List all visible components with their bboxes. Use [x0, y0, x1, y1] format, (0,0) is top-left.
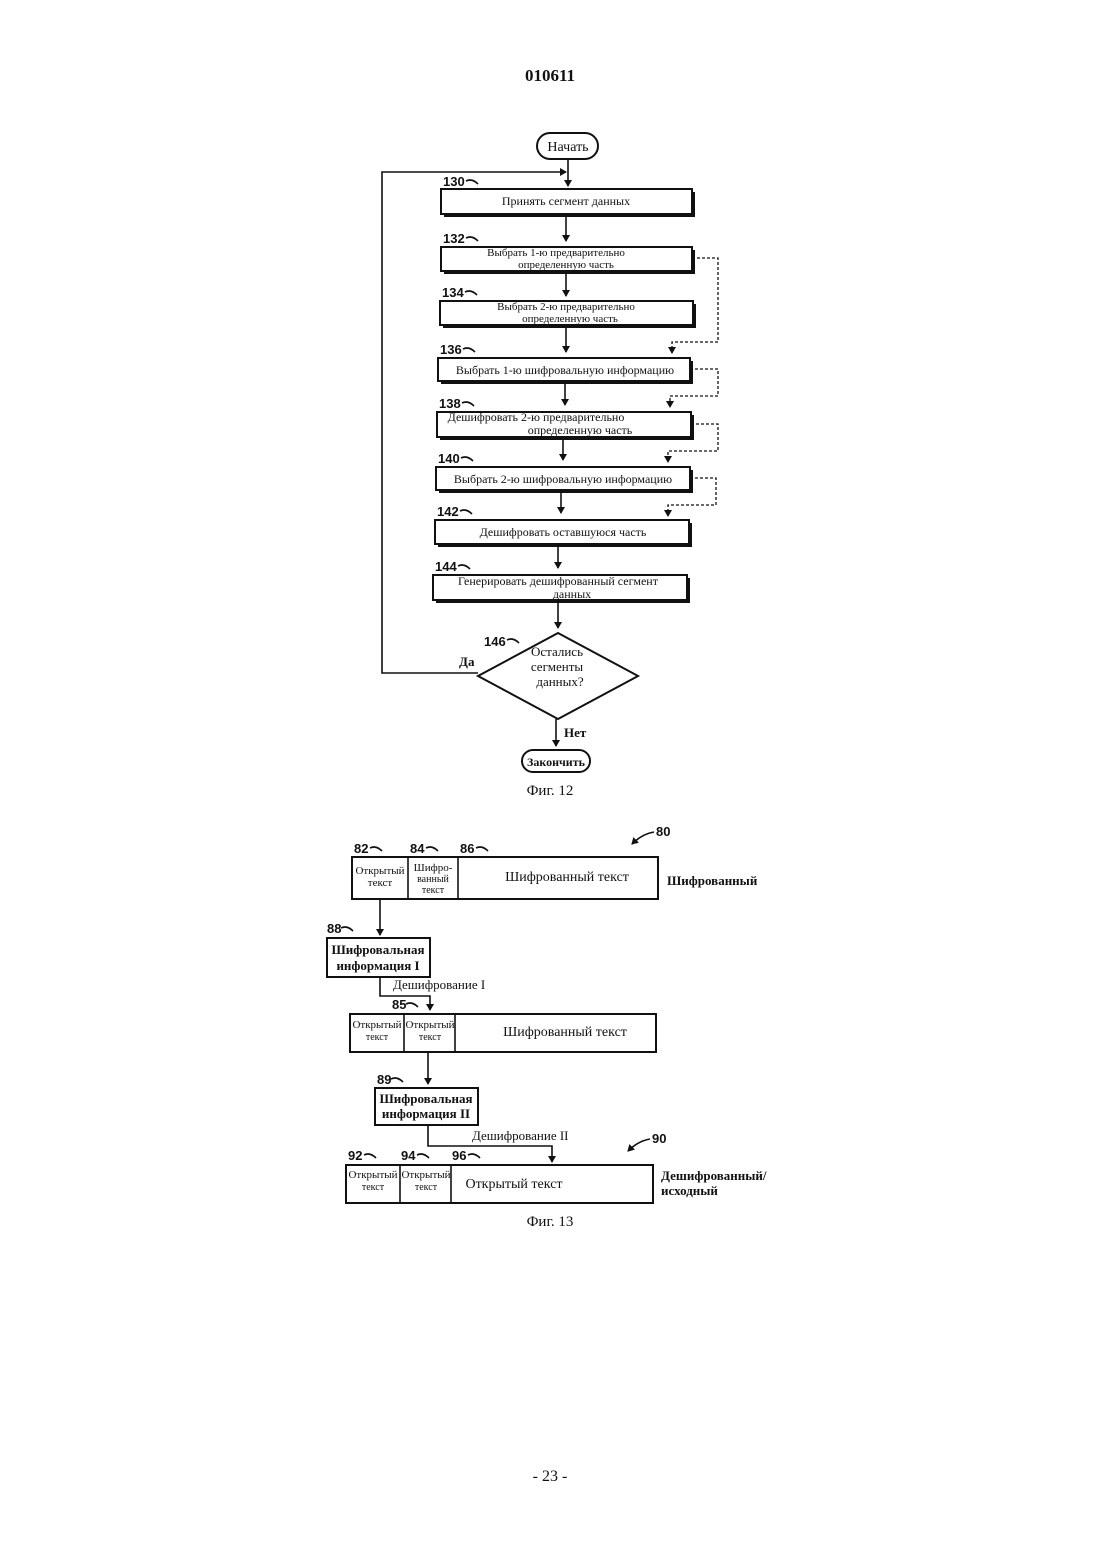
ref-92: 92 [348, 1148, 362, 1163]
ref-88: 88 [327, 921, 341, 936]
ref-86: 86 [460, 841, 474, 856]
info1-text-2: информация I [336, 958, 419, 973]
decrypt-2-label: Дешифрование II [472, 1128, 569, 1143]
r3-cell1-text-1: Открытый [348, 1169, 397, 1181]
info2-text-1: Шифровальная [380, 1091, 473, 1106]
r1-cell2-text-2: ванный [417, 874, 449, 885]
r2-cell3-text: Шифрованный текст [503, 1025, 627, 1040]
r1-cell2-text-1: Шифро- [414, 862, 453, 874]
r3-cell2-text-2: текст [415, 1182, 438, 1193]
info1-text-1: Шифровальная [332, 942, 425, 957]
ref-84: 84 [410, 841, 425, 856]
row1-label: Шифрованный [667, 873, 758, 888]
ref-82: 82 [354, 841, 368, 856]
info-box-89: Шифровальная информация II 89 [375, 1072, 478, 1125]
row3-label-1: Дешифрованный/ [661, 1168, 767, 1183]
fig13-caption: Фиг. 13 [527, 1214, 574, 1230]
decrypt-1-label: Дешифрование I [393, 977, 485, 992]
r1-cell1-text-2: текст [368, 877, 393, 889]
r1-cell1-text-1: Открытый [355, 865, 404, 877]
ref-85: 85 [392, 997, 406, 1012]
page-number: - 23 - [0, 1468, 1100, 1486]
row-partially-decrypted: Открытый текст Открытый текст Шифрованны… [350, 1014, 656, 1052]
r2-cell2-text-1: Открытый [405, 1019, 454, 1031]
row-encrypted: Открытый текст Шифро- ванный текст Шифро… [352, 824, 758, 899]
diagram-fig13: Открытый текст Шифро- ванный текст Шифро… [0, 0, 1100, 1240]
r1-cell2-text-3: текст [422, 885, 445, 896]
ref-96: 96 [452, 1148, 466, 1163]
r3-cell2-text-1: Открытый [401, 1169, 450, 1181]
info-box-88: Шифровальная информация I 88 [327, 921, 430, 977]
r3-cell3-text: Открытый текст [465, 1177, 562, 1192]
ref-90: 90 [652, 1131, 666, 1146]
ref-80: 80 [656, 824, 670, 839]
ref-89: 89 [377, 1072, 391, 1087]
ref-94: 94 [401, 1148, 416, 1163]
r2-cell1-text-1: Открытый [352, 1019, 401, 1031]
info2-text-2: информация II [382, 1106, 470, 1121]
row3-label-2: исходный [661, 1183, 718, 1198]
r3-cell1-text-2: текст [362, 1182, 385, 1193]
r1-cell3-text: Шифрованный текст [505, 870, 629, 885]
r2-cell1-text-2: текст [366, 1032, 389, 1043]
r2-cell2-text-2: текст [419, 1032, 442, 1043]
